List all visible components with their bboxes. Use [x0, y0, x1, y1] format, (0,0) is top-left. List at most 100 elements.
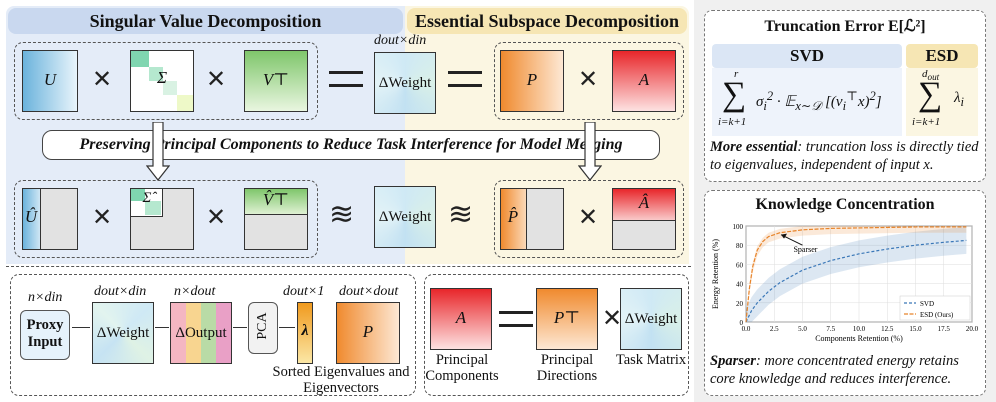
- dim-output: n×dout: [174, 284, 216, 299]
- sparser-text: Sparser: more concentrated energy retain…: [710, 353, 959, 387]
- y-tick-label: 20: [736, 300, 744, 308]
- svd-label-box: SVD: [712, 44, 902, 68]
- multiply-icon: ✕: [91, 67, 113, 93]
- principal-directions-matrix: [536, 288, 598, 350]
- matrix-a-hat: [612, 188, 676, 250]
- label-sigma-hat: Σ̂: [142, 190, 152, 206]
- proxy-input-box: [20, 310, 70, 360]
- svd-sum-lower: i=k+1: [718, 116, 747, 128]
- esd-sum-lower: i=k+1: [912, 116, 941, 128]
- arrow-icon: [233, 327, 247, 328]
- label-p: P: [526, 70, 538, 89]
- caption-principal-components: Principal Components: [425, 352, 499, 384]
- bottom-delta-weight-label: ΔWeight: [96, 325, 150, 341]
- svd-factors-box: [14, 42, 318, 120]
- label-u-hat: Û: [24, 207, 38, 226]
- pt-label: P⊤: [553, 308, 581, 327]
- label-u: U: [43, 70, 57, 89]
- arrow-icon: [155, 327, 169, 328]
- equals-icon: [329, 71, 363, 87]
- arrow-icon: [279, 327, 295, 328]
- matrix-p: [500, 50, 564, 112]
- esd-equation-bg: [906, 68, 978, 136]
- multiply-icon: ✕: [577, 67, 599, 93]
- lambda-vector: [297, 302, 313, 364]
- x-tick-label: 20.0: [966, 325, 979, 333]
- pc-label: A: [455, 308, 467, 327]
- more-essential-text: More essential: truncation loss is direc…: [710, 139, 979, 173]
- series-line: [745, 226, 967, 323]
- down-arrow-icon: [578, 122, 602, 181]
- matrix-sigma-hat: [130, 188, 194, 250]
- equals-icon: [448, 71, 482, 87]
- x-tick-label: 17.5: [938, 325, 951, 333]
- approx-icon: ≋: [329, 198, 355, 231]
- bottom-delta-weight: [92, 302, 154, 364]
- svd-term: σi2 · 𝔼x∼𝒟 [(vi⊤x)2]: [756, 89, 882, 113]
- esd-factors-box: [494, 42, 684, 120]
- matrix-delta-weight-top: [374, 52, 436, 114]
- delta-weight-top-label: ΔWeight: [378, 75, 432, 91]
- svd-equation-bg: [712, 68, 902, 136]
- pca-box: [248, 302, 278, 354]
- x-tick-label: 10.0: [853, 325, 866, 333]
- arrow-icon: [72, 327, 90, 328]
- multiply-icon: ✕: [577, 205, 599, 231]
- matrix-p-hat: [500, 188, 564, 250]
- divider: [6, 266, 691, 267]
- multiply-icon: ✕: [205, 205, 227, 231]
- y-axis-label: Energy Retention (%): [711, 239, 720, 309]
- x-axis-label: Components Retention (%): [815, 334, 903, 343]
- x-tick-label: 15.0: [909, 325, 922, 333]
- banner: Preserving Principal Components to Reduc…: [42, 130, 660, 160]
- bottom-matrix-p: [336, 302, 400, 364]
- label-sigma: Σ: [156, 68, 168, 87]
- y-tick-label: 100: [733, 223, 744, 231]
- svd-sum: ∑: [722, 76, 747, 113]
- sorted-caption: Sorted Eigenvalues and Eigenvectors: [272, 364, 410, 396]
- x-tick-label: 5.0: [798, 325, 807, 333]
- pca-pipeline-box: [10, 274, 416, 396]
- x-tick-label: 0.0: [742, 325, 751, 333]
- dim-dout-din-top: dout×din: [374, 33, 427, 48]
- series-band: [746, 226, 967, 322]
- x-tick-label: 7.5: [826, 325, 835, 333]
- equals-icon: [499, 311, 533, 327]
- dim-weight: dout×din: [94, 284, 147, 299]
- merge-box: [424, 274, 689, 396]
- matrix-a: [612, 50, 676, 112]
- esd-sum-upper: dout: [922, 68, 940, 83]
- esd-term: λi: [954, 90, 964, 109]
- legend-box: [899, 295, 971, 321]
- annotation-arrowhead: [781, 233, 788, 239]
- label-a-hat: Â: [638, 193, 650, 212]
- matrix-vt: [244, 50, 308, 112]
- multiply-icon: ✕: [601, 306, 623, 332]
- esd-label-box: ESD: [906, 44, 978, 68]
- esd-title: Essential Subspace Decomposition: [407, 8, 687, 34]
- down-arrow-icon: [146, 122, 170, 181]
- x-tick-label: 12.5: [881, 325, 894, 333]
- dim-lambda: dout×1: [283, 284, 325, 299]
- caption-principal-directions: Principal Directions: [536, 352, 598, 384]
- legend-label: SVD: [920, 300, 934, 308]
- dim-input: n×din: [28, 290, 63, 305]
- bottom-p-label: P: [362, 322, 374, 341]
- label-vt-hat: V̂⊤: [262, 190, 290, 209]
- svd-truncated-box: [14, 180, 318, 258]
- approx-icon: ≋: [448, 198, 474, 231]
- label-p-hat: P̂: [507, 207, 519, 226]
- dim-p: dout×dout: [339, 284, 399, 299]
- y-tick-label: 0: [740, 319, 744, 327]
- matrix-delta-weight-mid: [374, 186, 436, 248]
- pca-label: PCA: [255, 312, 270, 340]
- delta-weight-mid-label: ΔWeight: [378, 209, 432, 225]
- esd-sum: ∑: [918, 76, 943, 113]
- y-tick-label: 40: [736, 281, 744, 289]
- knowledge-title: Knowledge Concentration: [755, 196, 935, 213]
- bottom-delta-output-label: ΔOutput: [175, 325, 227, 341]
- lambda-label: λ: [301, 322, 309, 339]
- task-matrix: [620, 288, 682, 350]
- series-line: [745, 239, 967, 323]
- esd-truncated-box: [494, 180, 684, 258]
